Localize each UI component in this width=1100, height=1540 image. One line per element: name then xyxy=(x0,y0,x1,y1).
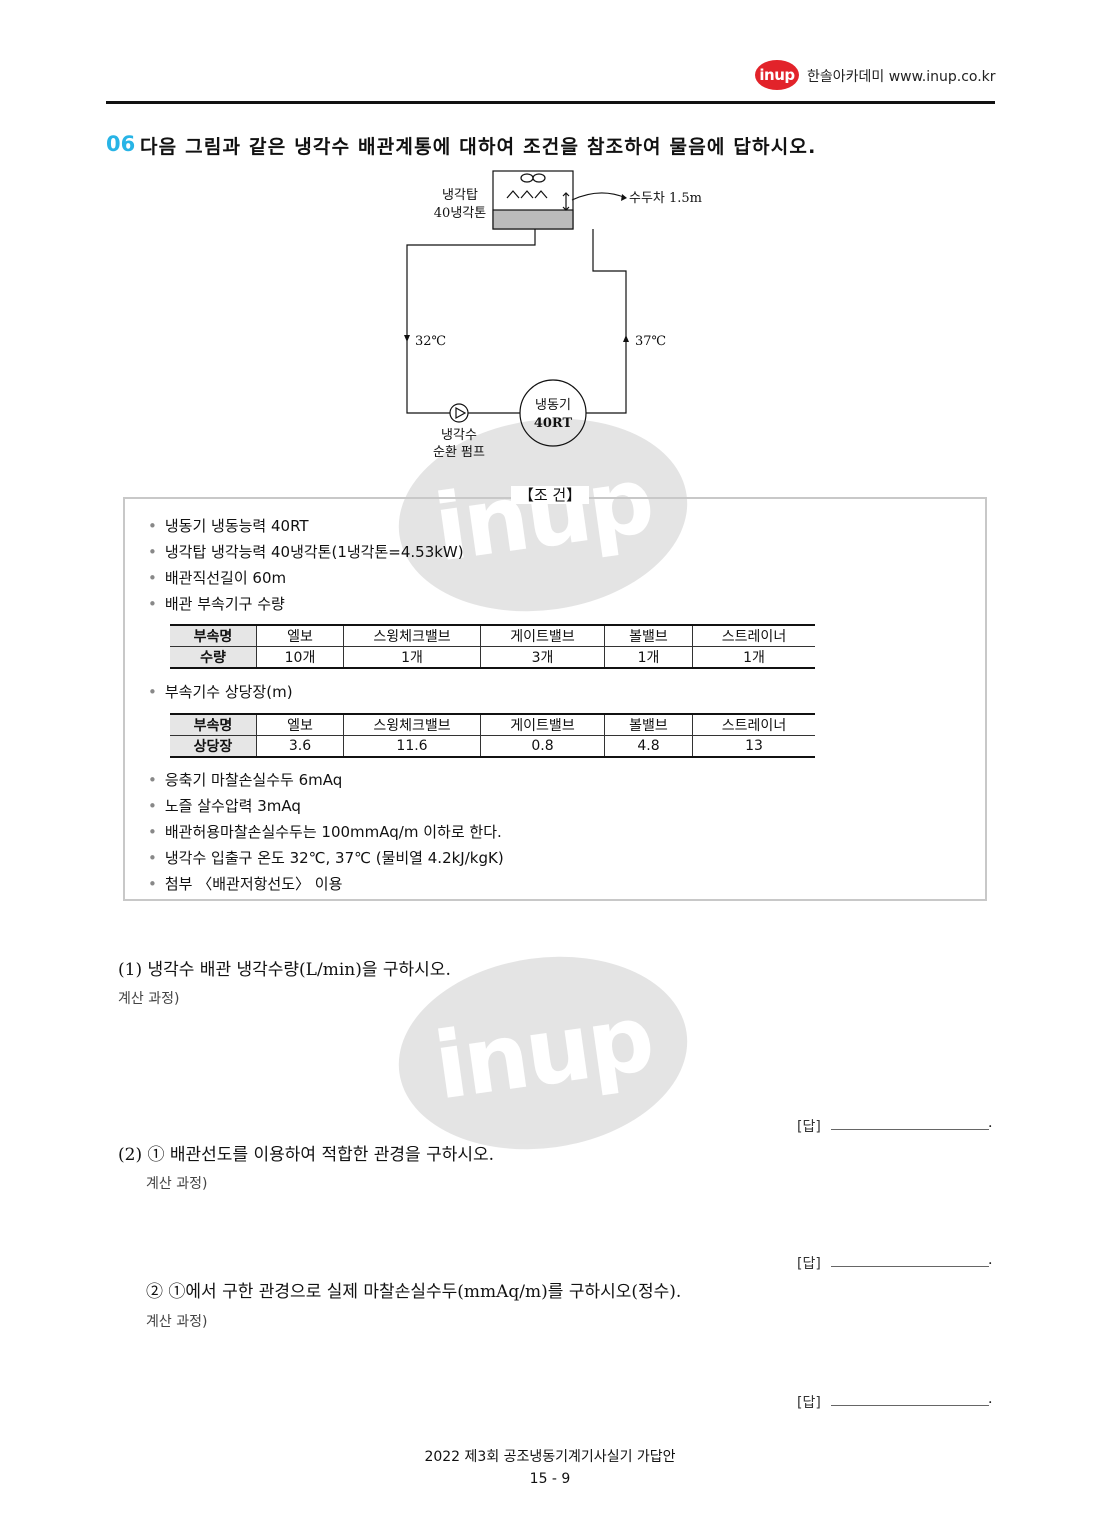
answer-label: [답] xyxy=(797,1119,821,1135)
condition-item: •노즐 살수압력 3mAq xyxy=(148,797,301,815)
footer-title: 2022 제3회 공조냉동기계기사실기 가답안 xyxy=(424,1449,676,1465)
return-pipe xyxy=(586,229,627,414)
page-number: 15 - 9 xyxy=(529,1471,571,1487)
answer-label: [답] xyxy=(797,1256,821,1272)
condition-item: •배관직선길이 60m xyxy=(148,569,287,587)
brand-text: 한솔아카데미 www.inup.co.kr xyxy=(807,69,996,85)
header-rule xyxy=(106,101,995,104)
tower-capacity: 40냉각톤 xyxy=(434,206,486,221)
condition-item: •첨부 〈배관저항선도〉 이용 xyxy=(148,875,343,893)
fan-icon xyxy=(520,173,534,183)
calc-label: 계산 과정) xyxy=(118,991,180,1007)
piping-diagram: 냉각탑 40냉각톤 수두차 1.5m 32℃ 37℃ 냉동기 40RT 냉각수 … xyxy=(404,170,702,460)
pump-label-2: 순환 펌프 xyxy=(433,445,485,460)
pump-label: 냉각수 xyxy=(441,428,477,443)
question-number: 06 xyxy=(106,132,136,156)
condition-item: •냉각수 입출구 온도 32℃, 37℃ (물비열 4.2kJ/kgK) xyxy=(148,849,504,867)
fitting-quantity-table: 부속명 엘보 스윙체크밸브 게이트밸브 볼밸브 스트레이너 수량 10개 1개 … xyxy=(170,624,815,669)
answer-label: [답] xyxy=(797,1395,821,1411)
tower-label: 냉각탑 xyxy=(442,188,478,203)
condition-item: •응축기 마찰손실수두 6mAq xyxy=(148,771,343,789)
answer-end: . xyxy=(988,1115,993,1131)
flow-arrow-up-icon xyxy=(623,335,629,342)
question-title: 다음 그림과 같은 냉각수 배관계통에 대하여 조건을 참조하여 물음에 답하시… xyxy=(140,136,817,158)
subquestion-2-2: ② ①에서 구한 관경으로 실제 마찰손실수두(mmAq/m)를 구하시오(정수… xyxy=(146,1282,682,1302)
calc-label: 계산 과정) xyxy=(146,1314,208,1330)
condition-item: •배관허용마찰손실수두는 100mmAq/m 이하로 한다. xyxy=(148,823,502,841)
condition-item: •냉동기 냉동능력 40RT xyxy=(148,517,309,535)
answer-field[interactable] xyxy=(831,1405,989,1406)
chiller-label: 냉동기 xyxy=(535,398,571,413)
table-header-row: 부속명 엘보 스윙체크밸브 게이트밸브 볼밸브 스트레이너 xyxy=(170,713,815,736)
flow-arrow-down-icon xyxy=(404,335,410,342)
supply-temp: 32℃ xyxy=(415,334,446,349)
return-temp: 37℃ xyxy=(635,334,666,349)
inup-logo: inup xyxy=(755,60,799,90)
condition-item: •냉각탑 냉각능력 40냉각톤(1냉각톤=4.53kW) xyxy=(148,543,464,561)
answer-end: . xyxy=(988,1391,993,1407)
condition-item: •부속기수 상당장(m) xyxy=(148,683,293,701)
subquestion-1: (1) 냉각수 배관 냉각수량(L/min)을 구하시오. xyxy=(118,960,451,980)
equivalent-length-table: 부속명 엘보 스윙체크밸브 게이트밸브 볼밸브 스트레이너 상당장 3.6 11… xyxy=(170,713,815,758)
conditions-title: 【조 건】 xyxy=(0,484,1100,505)
answer-field[interactable] xyxy=(831,1129,989,1130)
answer-end: . xyxy=(988,1252,993,1268)
table-header-row: 부속명 엘보 스윙체크밸브 게이트밸브 볼밸브 스트레이너 xyxy=(170,624,815,647)
table-row: 수량 10개 1개 3개 1개 1개 xyxy=(170,646,815,669)
pump-icon xyxy=(449,403,469,423)
condition-item: •배관 부속기구 수량 xyxy=(148,595,285,613)
calc-label: 계산 과정) xyxy=(146,1176,208,1192)
chiller-capacity: 40RT xyxy=(534,416,573,431)
chiller xyxy=(519,379,587,447)
table-row: 상당장 3.6 11.6 0.8 4.8 13 xyxy=(170,735,815,758)
answer-field[interactable] xyxy=(831,1266,989,1267)
subquestion-2-1: (2) ① 배관선도를 이용하여 적합한 관경을 구하시오. xyxy=(118,1145,495,1165)
supply-pipe xyxy=(406,229,536,414)
tower-basin xyxy=(492,209,574,230)
head-label: 수두차 1.5m xyxy=(629,191,702,206)
